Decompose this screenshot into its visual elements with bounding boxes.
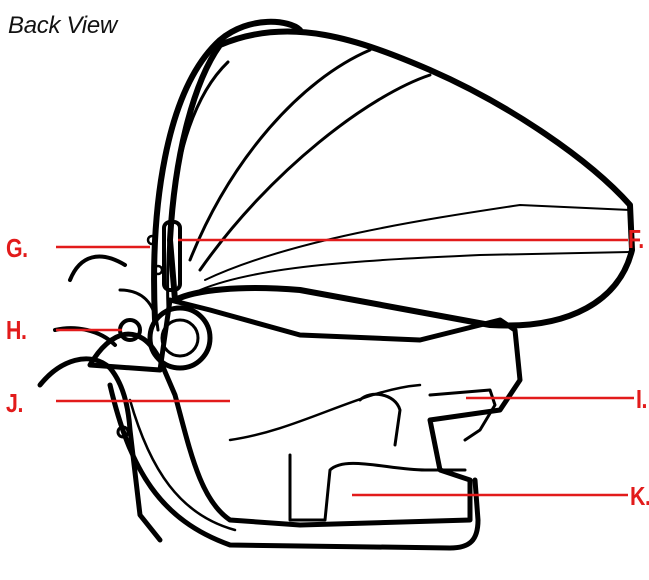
- shell-curve: [230, 385, 420, 440]
- callout-j: J.: [6, 388, 23, 419]
- callout-f: F.: [628, 224, 644, 255]
- canopy-rib-3: [205, 205, 630, 280]
- view-title: Back View: [8, 12, 117, 40]
- canopy: [170, 31, 632, 325]
- callout-i: I.: [636, 384, 647, 415]
- handle-pivot-hub: [150, 308, 210, 368]
- callout-k: K.: [630, 481, 649, 512]
- callout-h: H.: [6, 315, 27, 346]
- callout-g: G.: [6, 233, 28, 264]
- release-button: [120, 320, 140, 340]
- rear-foot: [40, 359, 160, 540]
- canopy-rib-1: [190, 50, 370, 260]
- base-slot: [360, 394, 400, 445]
